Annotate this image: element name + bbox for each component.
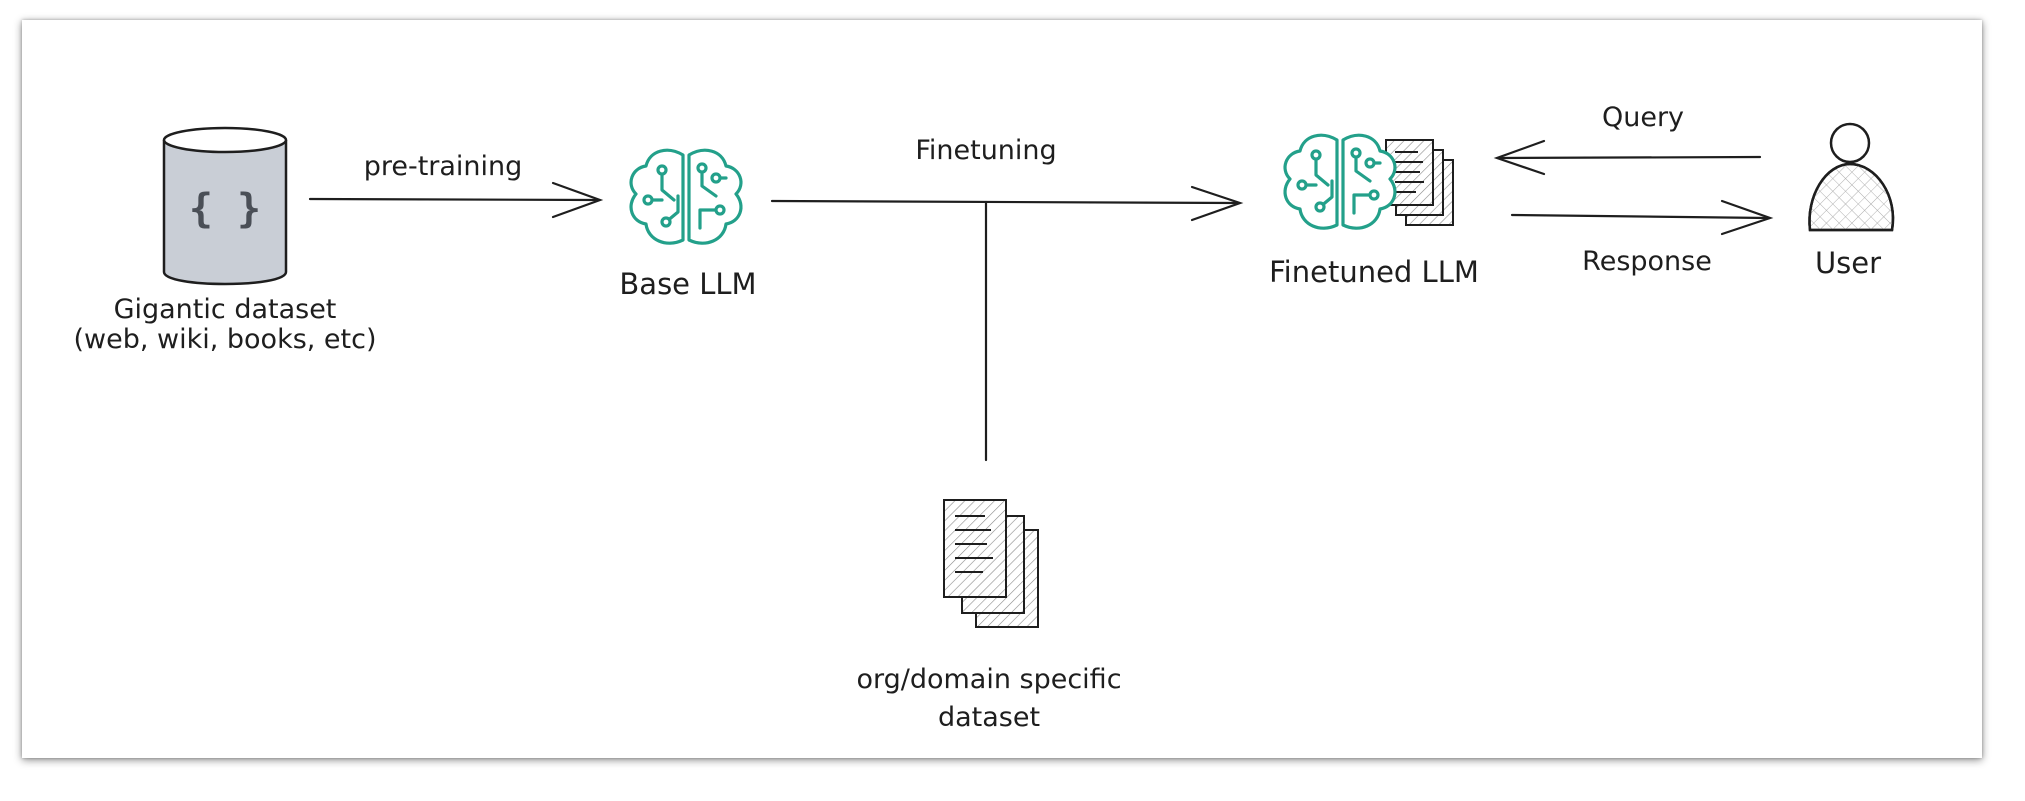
documents-stack-icon — [1385, 139, 1454, 226]
gigantic-dataset-label: Gigantic dataset — [114, 294, 337, 325]
database-icon: { } — [162, 126, 288, 286]
user-label: User — [1815, 246, 1881, 280]
domain-dataset-label: org/domain specific — [856, 664, 1121, 695]
brain-circuit-icon — [629, 148, 743, 245]
finetuning-label: Finetuning — [915, 135, 1056, 166]
finetuning-arrow — [770, 185, 1244, 222]
query-label: Query — [1602, 102, 1684, 133]
brain-circuit-with-documents-icon — [1283, 133, 1454, 230]
domain-dataset-icon — [943, 499, 1039, 628]
response-arrow — [1510, 199, 1774, 236]
user-icon — [1808, 122, 1895, 232]
pretraining-arrow — [308, 181, 604, 219]
finetuned-llm-label: Finetuned LLM — [1269, 255, 1479, 289]
pretraining-label: pre-training — [364, 151, 523, 182]
response-label: Response — [1582, 246, 1712, 277]
diagram-canvas — [22, 20, 1982, 758]
query-arrow — [1493, 139, 1762, 176]
gigantic-dataset-sublabel: (web, wiki, books, etc) — [73, 324, 376, 355]
domain-dataset-sublabel: dataset — [938, 702, 1040, 733]
database-glyph: { } — [189, 186, 261, 232]
base-llm-label: Base LLM — [619, 267, 756, 301]
